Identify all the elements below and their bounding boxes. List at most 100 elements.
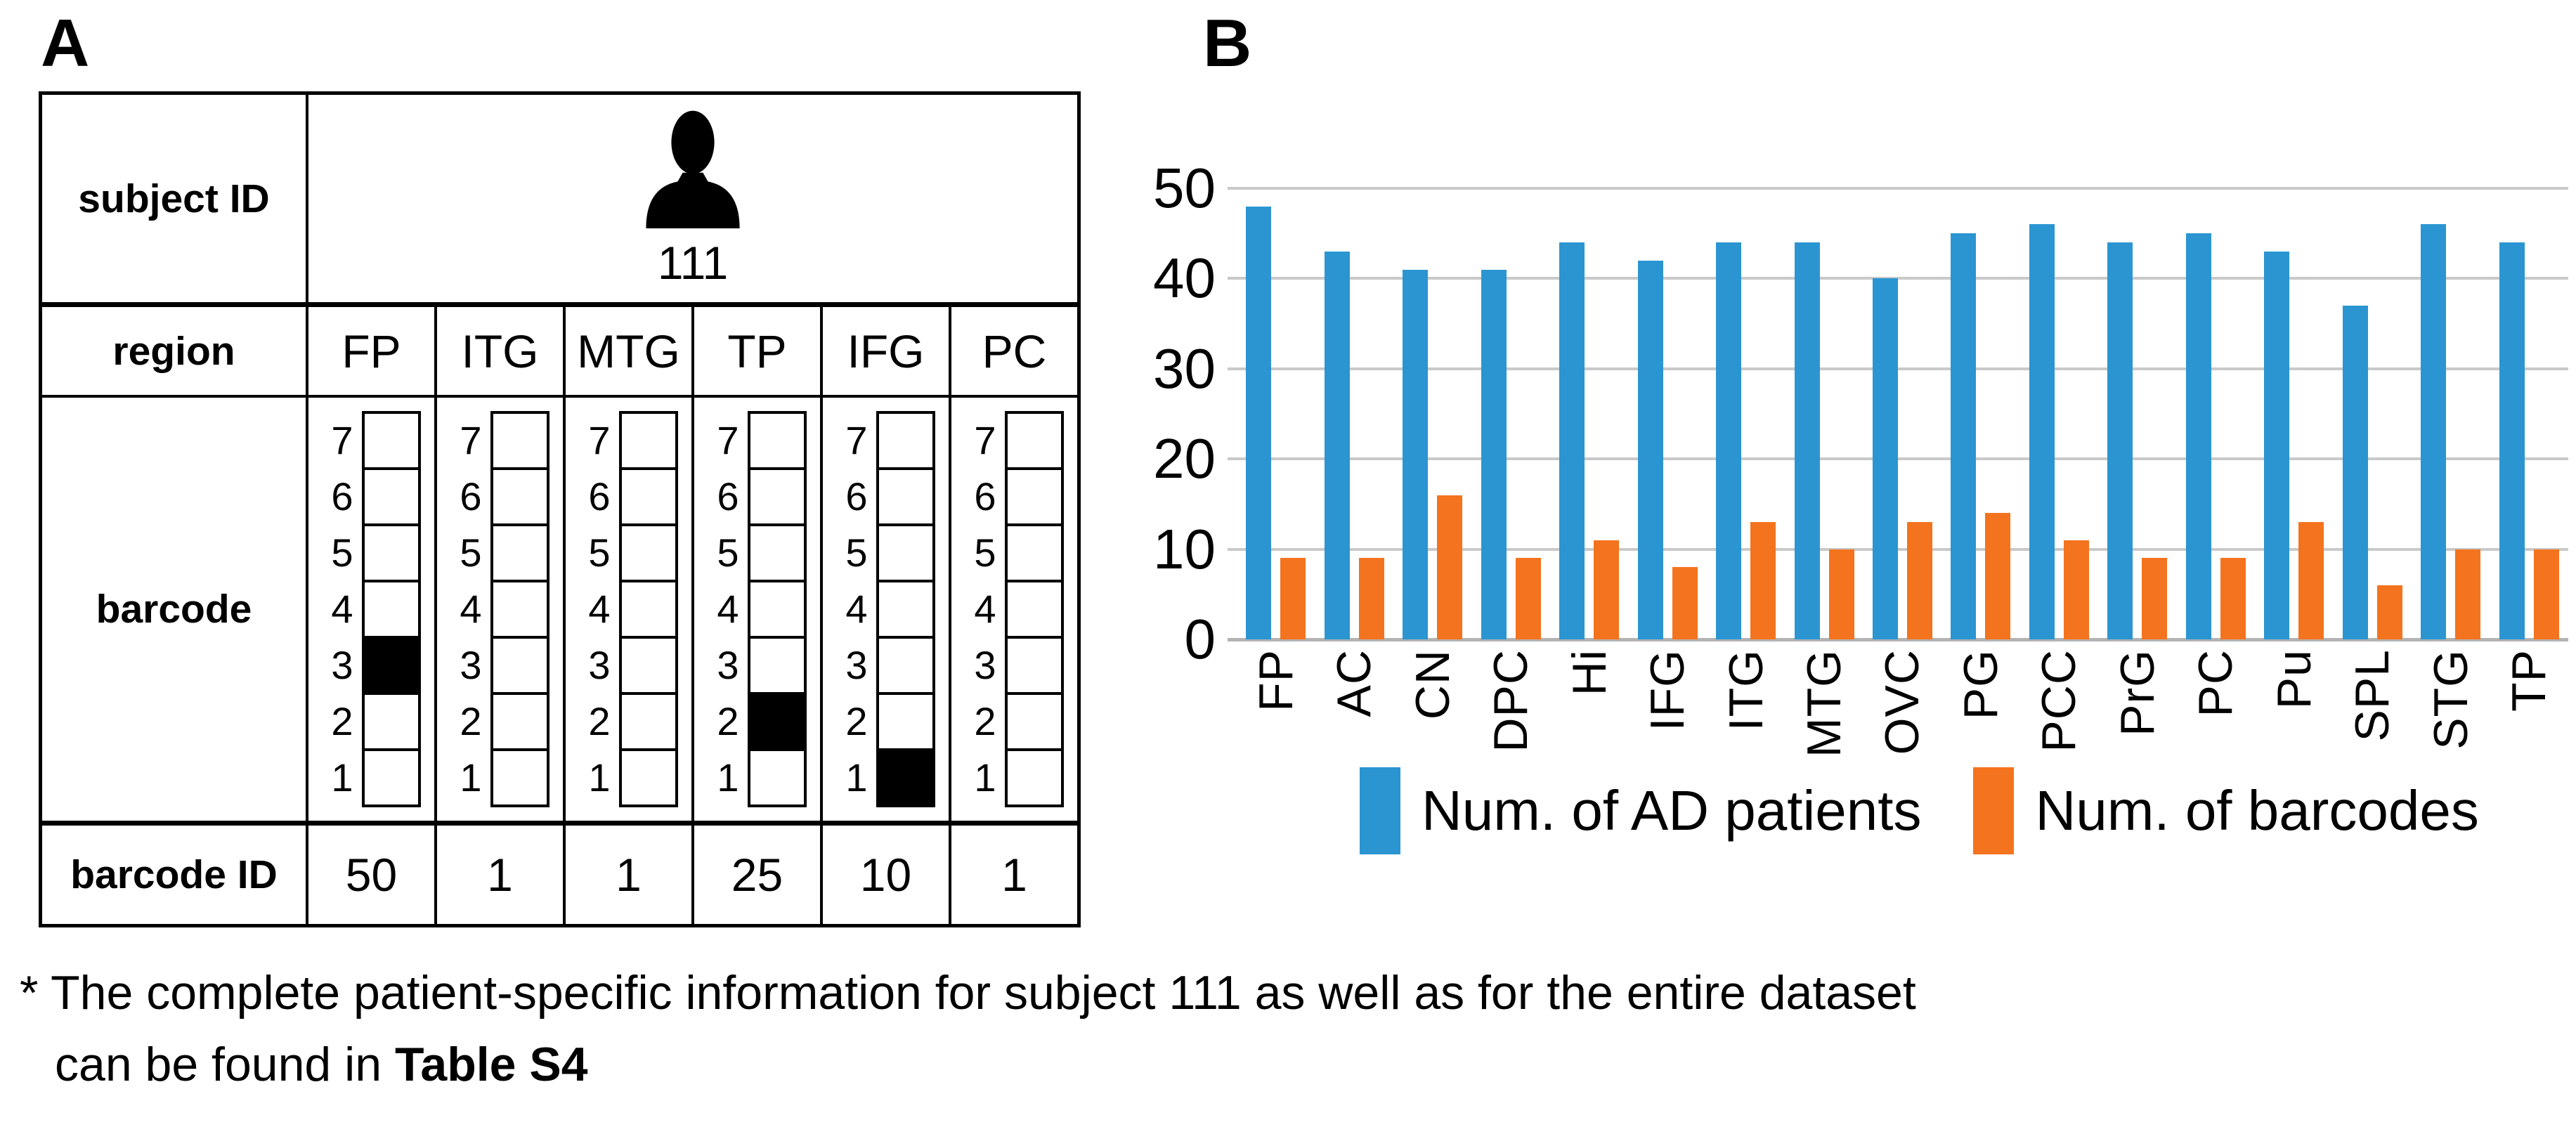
bar-ad-patients-PrG <box>2107 242 2133 639</box>
x-tick-label: AC <box>1327 649 1381 717</box>
bar-barcodes-CN <box>1437 495 1463 639</box>
barcode-box-filled <box>361 636 421 695</box>
subject-id-value: 111 <box>657 236 729 289</box>
bar-barcodes-ITG <box>1750 522 1776 639</box>
bar-group-DPC <box>1471 188 1549 639</box>
barcode-box-filled <box>876 748 935 807</box>
bar-ad-patients-Pu <box>2264 251 2290 639</box>
barcode-row-number: 4 <box>588 587 611 631</box>
barcode-box-empty <box>490 748 549 807</box>
region-cell: MTG <box>563 302 691 395</box>
row-header-barcode-id: barcode ID <box>42 821 306 924</box>
barcode-id-cell: 1 <box>434 821 563 924</box>
barcode-box-empty <box>1004 580 1064 639</box>
bar-ad-patients-DPC <box>1481 269 1507 639</box>
row-header-subject-id: subject ID <box>78 176 270 221</box>
barcode-row-number: 2 <box>974 699 996 743</box>
bar-barcodes-AC <box>1358 558 1384 639</box>
barcode-cell: 7 6 5 4 3 2 1 <box>949 395 1077 821</box>
barcode-id-cell: 10 <box>820 821 949 924</box>
barcode-row-number: 3 <box>717 643 739 687</box>
person-icon <box>630 108 756 235</box>
region-cell: FP <box>306 302 434 395</box>
chart-legend: Num. of AD patients Num. of barcodes <box>1360 767 2479 854</box>
barcode-row-number: 1 <box>588 755 611 800</box>
region-cell: TP <box>691 302 820 395</box>
bar-barcodes-STG <box>2455 549 2481 639</box>
barcode-row-number: 7 <box>331 418 353 462</box>
footnote-line1: * The complete patient-specific informat… <box>20 966 1916 1019</box>
bar-barcodes-PrG <box>2142 558 2168 639</box>
bar-ad-patients-ITG <box>1716 242 1742 639</box>
barcode-row-number: 7 <box>588 418 611 462</box>
barcode-row-number: 2 <box>717 699 739 743</box>
barcode-row-number: 7 <box>460 418 482 462</box>
footnote: * The complete patient-specific informat… <box>20 957 1916 1100</box>
barcode-row-number: 4 <box>331 587 353 631</box>
barcode-row-number: 3 <box>974 643 996 687</box>
barcode-row-number: 3 <box>331 643 353 687</box>
bar-barcodes-PC <box>2220 558 2246 639</box>
bar-ad-patients-TP <box>2499 242 2525 639</box>
grid-line <box>1228 187 2568 190</box>
bar-group-AC <box>1315 188 1393 639</box>
bar-group-PG <box>1941 188 2019 639</box>
barcode-box-empty <box>876 467 935 526</box>
barcode-row-number: 2 <box>588 699 611 743</box>
barcode-box-empty <box>1004 636 1064 695</box>
panel-a-label: A <box>41 6 90 81</box>
grid-line <box>1228 457 2568 461</box>
barcode-row-number: 2 <box>845 699 868 743</box>
barcode-row-number: 7 <box>974 418 996 462</box>
bar-barcodes-Pu <box>2298 522 2324 639</box>
x-tick-label: CN <box>1405 649 1459 720</box>
barcode-row-number: 5 <box>717 530 739 575</box>
barcode-box-empty <box>361 748 421 807</box>
x-tick-label: PC <box>2189 649 2243 717</box>
x-tick-label: PG <box>1953 649 2008 720</box>
y-tick-label: 50 <box>1153 157 1216 219</box>
barcode-row-number: 2 <box>331 699 353 743</box>
bar-ad-patients-MTG <box>1794 242 1820 639</box>
bar-barcodes-OVC <box>1906 522 1932 639</box>
bar-ad-patients-PG <box>1951 233 1977 639</box>
bar-ad-patients-PC <box>2185 233 2211 639</box>
barcode-row-number: 1 <box>717 755 739 800</box>
barcode-row-number: 3 <box>588 643 611 687</box>
barcode-row-number: 5 <box>845 530 868 575</box>
bar-group-MTG <box>1785 188 1863 639</box>
barcode-grid <box>490 411 549 807</box>
legend-label-barcodes: Num. of barcodes <box>2035 779 2479 842</box>
x-tick-label: STG <box>2424 649 2478 750</box>
barcode-row-number: 5 <box>460 530 482 575</box>
bar-group-OVC <box>1863 188 1941 639</box>
barcode-row-number: 1 <box>974 755 996 800</box>
legend-label-ad-patients: Num. of AD patients <box>1422 779 1922 842</box>
barcode-row-number: 1 <box>845 755 868 800</box>
barcode-row-number: 7 <box>845 418 868 462</box>
barcode-box-empty <box>618 748 678 807</box>
x-tick-label: PCC <box>2032 649 2086 753</box>
bar-barcodes-SPL <box>2376 585 2402 639</box>
bar-barcodes-PCC <box>2063 540 2089 639</box>
bar-group-FP <box>1237 188 1315 639</box>
barcode-row-number: 6 <box>974 474 996 519</box>
barcode-row-number: 5 <box>974 530 996 575</box>
x-tick-label: IFG <box>1641 649 1695 731</box>
barcode-box-filled <box>747 692 807 751</box>
barcode-box-empty <box>876 411 935 470</box>
barcode-row-number: 4 <box>460 587 482 631</box>
bar-ad-patients-OVC <box>1872 278 1898 639</box>
barcode-box-empty <box>361 467 421 526</box>
subject-cell: 111 <box>306 95 1077 302</box>
barcode-row-number: 4 <box>974 587 996 631</box>
bar-ad-patients-IFG <box>1637 260 1663 639</box>
barcode-grid <box>361 411 421 807</box>
